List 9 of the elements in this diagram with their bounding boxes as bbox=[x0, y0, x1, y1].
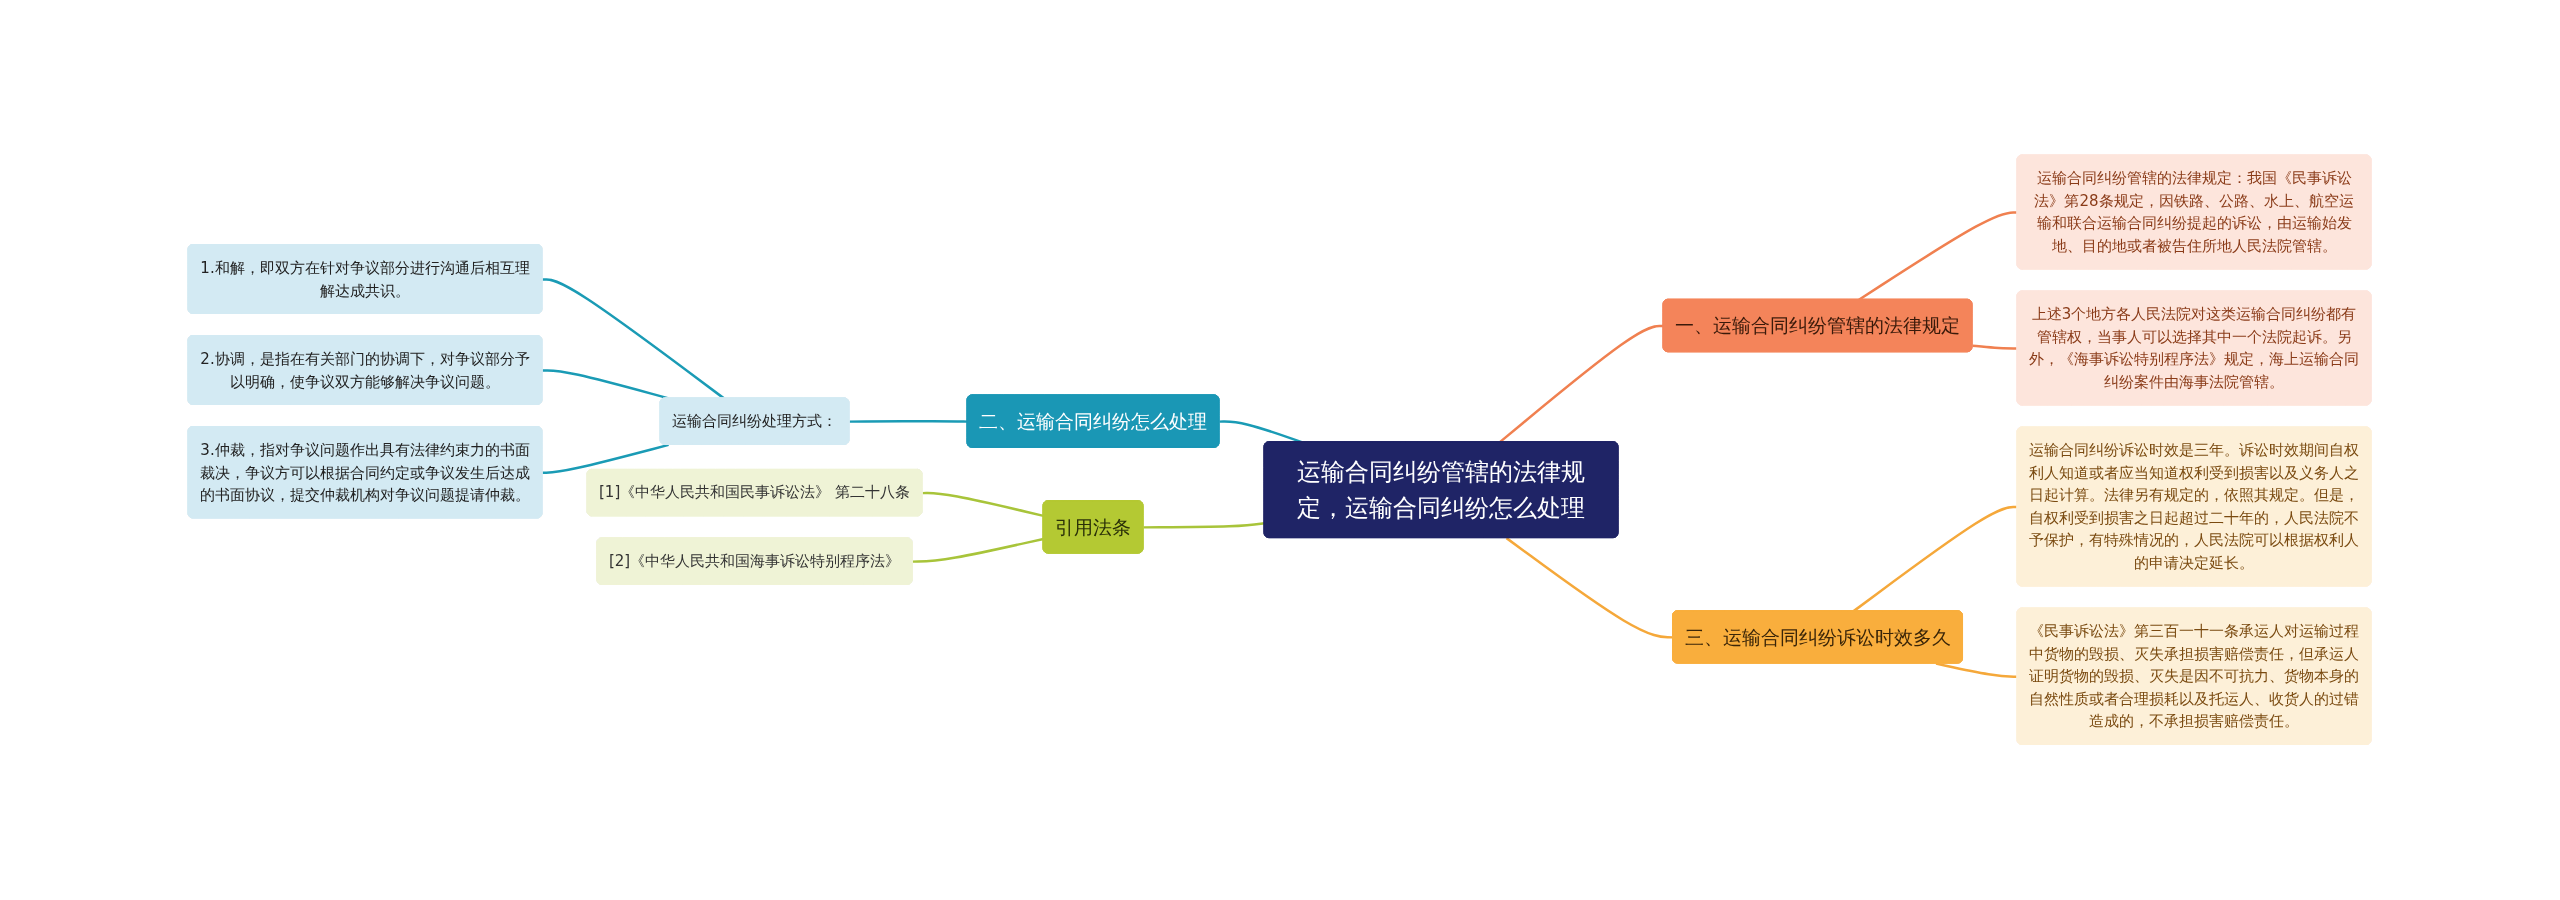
connector bbox=[850, 420, 969, 424]
connector bbox=[913, 537, 1045, 564]
connector bbox=[1506, 537, 1674, 639]
connector bbox=[542, 443, 670, 475]
connector bbox=[1144, 522, 1266, 529]
connector bbox=[1972, 344, 2019, 350]
connector bbox=[542, 278, 726, 400]
connector bbox=[1936, 662, 2019, 679]
connector bbox=[922, 492, 1045, 518]
